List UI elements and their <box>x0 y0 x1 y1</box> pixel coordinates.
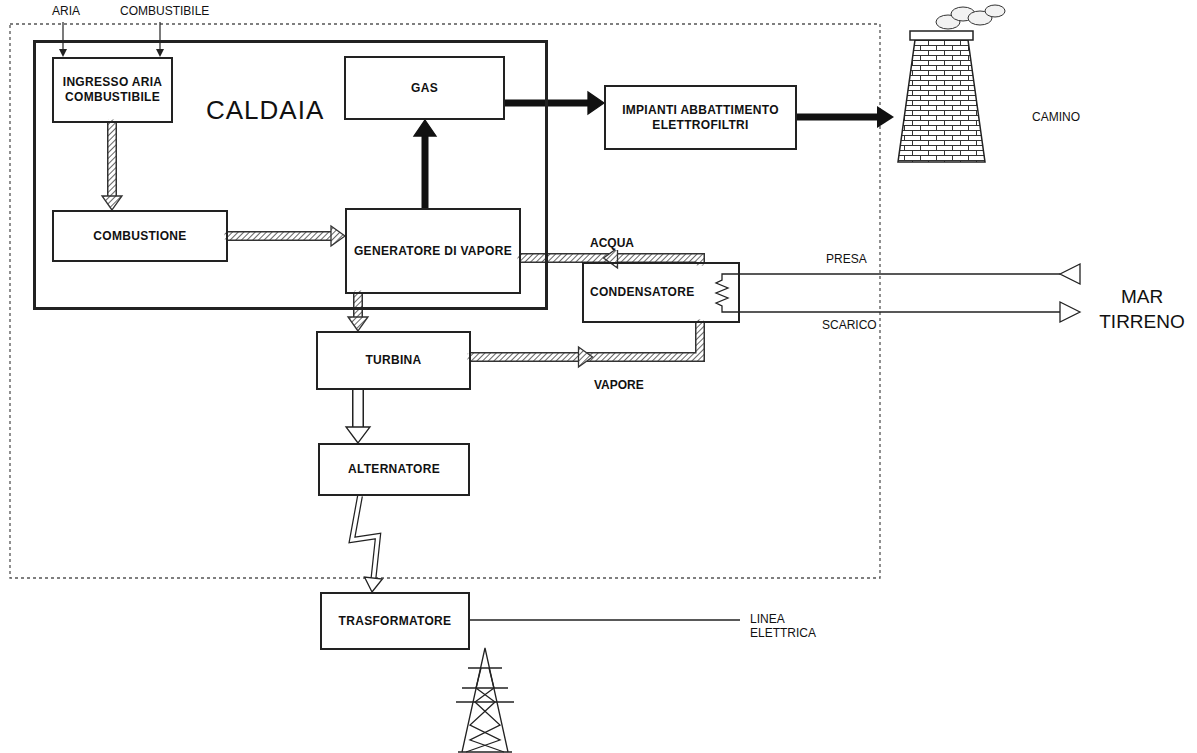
process-box: TRASFORMATORE <box>320 592 470 650</box>
discharge-triangle <box>1060 302 1080 322</box>
process-box: GAS <box>344 56 505 120</box>
connector-outline <box>422 135 429 208</box>
arrow-head <box>331 226 345 246</box>
flow-connector <box>348 294 368 331</box>
connector-outline <box>352 496 378 579</box>
plant-boundary <box>10 24 880 578</box>
flow-connector <box>414 120 436 208</box>
condenser-box: CONDENSATORE <box>582 262 740 323</box>
intake-triangle <box>1060 264 1080 284</box>
connector-fill <box>354 390 363 428</box>
box-label: COMBUSTIONE <box>93 229 186 244</box>
chimney <box>898 40 985 162</box>
power-line <box>470 619 740 621</box>
inlet-head <box>59 49 67 57</box>
sea-label: MAR TIRRENO <box>1090 285 1194 334</box>
pylon <box>456 648 514 752</box>
box-label: GENERATORE DI VAPORE <box>354 244 512 259</box>
flow-connector <box>228 226 345 246</box>
connector-outline <box>352 390 364 428</box>
process-box: INGRESSO ARIA COMBUSTIBILE <box>52 57 173 123</box>
power-line-label: LINEA ELETTRICA <box>748 612 842 641</box>
box-label: CONDENSATORE <box>590 285 695 300</box>
connector-fill <box>109 123 116 197</box>
arrow-head <box>346 427 370 443</box>
connector-outline <box>107 123 117 197</box>
discharge-label: SCARICO <box>820 318 879 332</box>
pipe-label: ACQUA <box>588 236 636 250</box>
inlet-line <box>62 22 63 52</box>
process-box: GENERATORE DI VAPORE <box>345 208 521 294</box>
flue-arrow <box>797 114 878 121</box>
pipe-label: VAPORE <box>592 378 646 392</box>
arrow-head <box>102 196 122 210</box>
input-label: COMBUSTIBILE <box>118 4 211 18</box>
process-box: COMBUSTIONE <box>52 210 228 262</box>
arrow-head <box>579 347 593 367</box>
box-label: IMPIANTI ABBATTIMENTO ELETTROFILTRI <box>612 103 789 133</box>
process-box: TURBINA <box>316 331 471 390</box>
arrow-head <box>604 248 618 268</box>
box-label: TURBINA <box>365 353 421 368</box>
inlet-line <box>159 22 160 52</box>
intake-label: PRESA <box>824 252 869 266</box>
inlet-head <box>156 49 164 57</box>
boiler-box: CALDAIA INGRESSO ARIA COMBUSTIBILE GAS COMB… <box>33 40 548 310</box>
process-box: IMPIANTI ABBATTIMENTO ELETTROFILTRI <box>604 85 797 150</box>
input-label: ARIA <box>50 4 82 18</box>
boiler-title: CALDAIA <box>206 95 324 126</box>
box-label: ALTERNATORE <box>348 462 440 477</box>
flow-connector <box>352 496 382 592</box>
arrow-head <box>414 120 436 136</box>
flow-connector <box>471 323 700 367</box>
chimney-cap <box>910 31 973 40</box>
arrow-head <box>348 317 368 331</box>
arrow-head <box>588 92 604 114</box>
connector-outline <box>228 231 332 241</box>
smoke <box>936 5 1005 29</box>
connector-fill <box>352 496 378 579</box>
connector-outline <box>353 294 363 318</box>
connector-fill <box>355 294 362 318</box>
arrow-head <box>365 577 383 592</box>
flow-connector <box>346 390 370 443</box>
box-label: GAS <box>411 81 438 96</box>
flow-connector <box>505 92 604 114</box>
flow-connector <box>102 123 122 210</box>
process-box: ALTERNATORE <box>318 443 470 496</box>
connector-fill <box>228 233 332 240</box>
box-label: INGRESSO ARIA COMBUSTIBILE <box>60 75 165 105</box>
flue-head <box>877 106 894 128</box>
box-label: TRASFORMATORE <box>339 614 452 629</box>
chimney-label: CAMINO <box>1030 110 1082 124</box>
cooling-water-line <box>716 274 1060 312</box>
